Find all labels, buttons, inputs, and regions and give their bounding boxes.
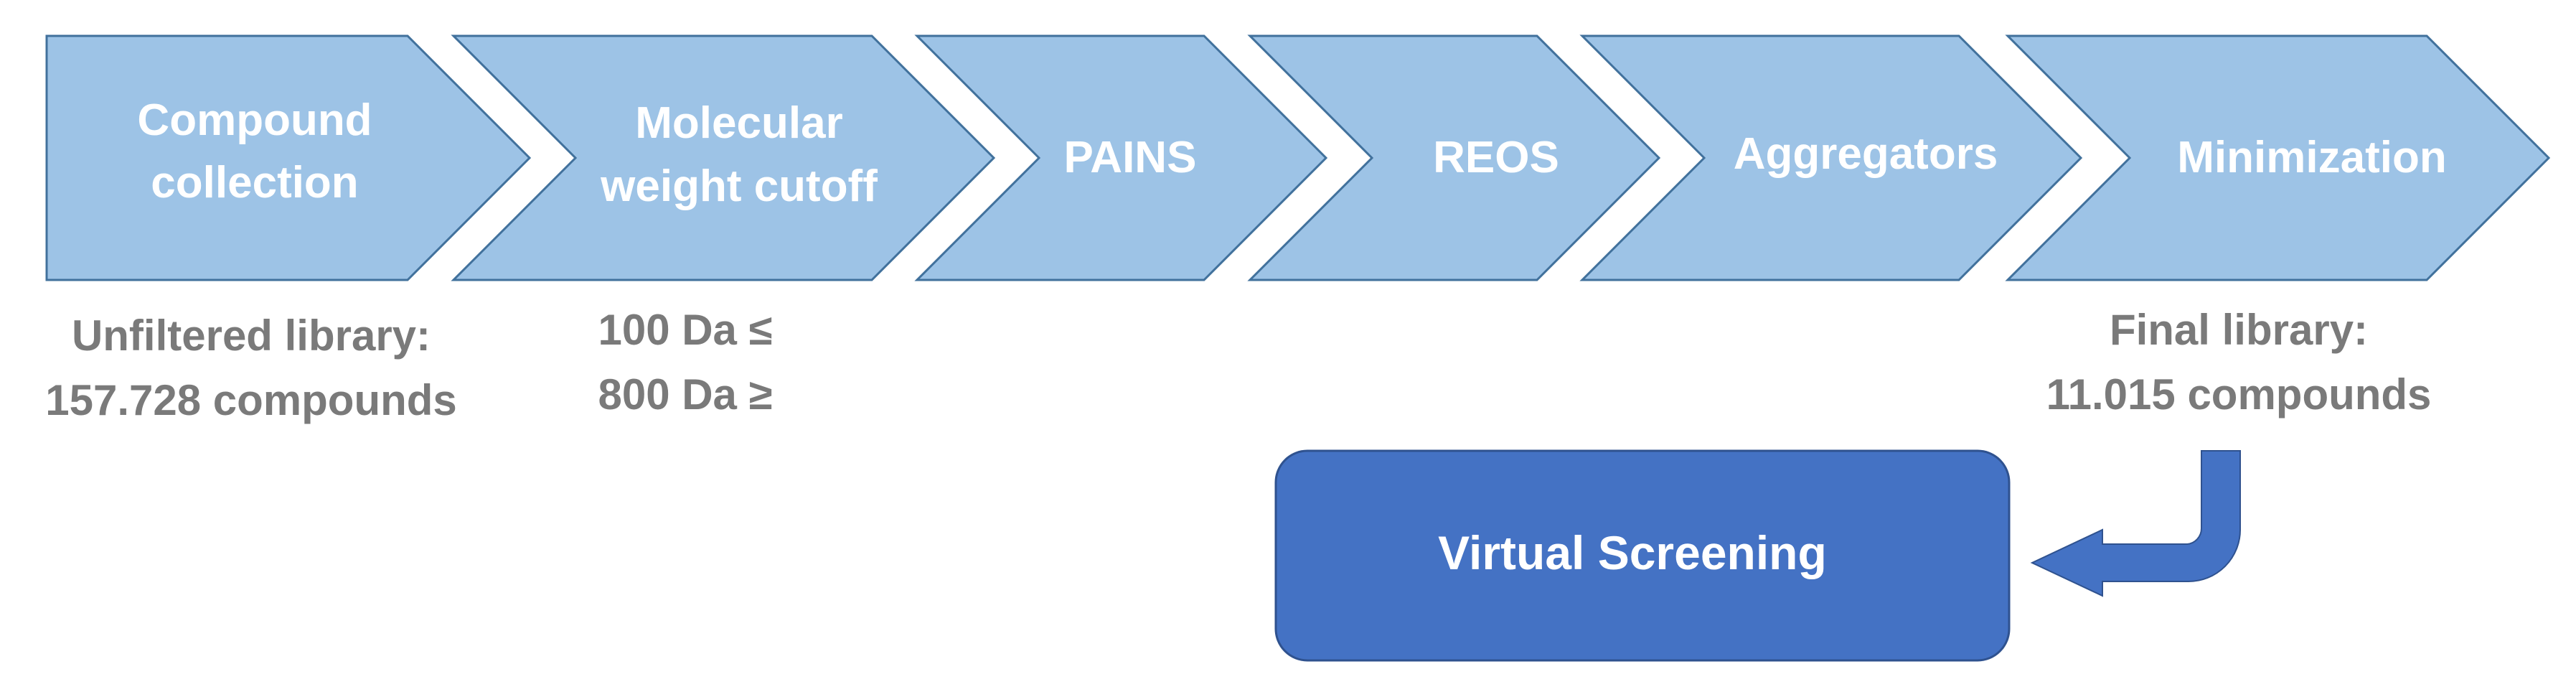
stage-reos-shape (1247, 34, 1661, 281)
stage-aggregators-shape (1579, 34, 2083, 281)
stage-compound-collection-label-line2: collection (151, 158, 358, 207)
note-final-library: Final library: 11.015 compounds (2046, 306, 2432, 419)
stage-minimization-label: Minimization (2177, 133, 2446, 182)
stage-compound-collection-label-line1: Compound (137, 95, 372, 145)
curved-arrow-left-icon (2030, 450, 2241, 597)
note-unfiltered-line2: 157.728 compounds (45, 376, 457, 424)
virtual-screening-box-shape (1274, 449, 2011, 662)
note-final-line1: Final library: (2110, 306, 2368, 354)
note-unfiltered-library: Unfiltered library: 157.728 compounds (45, 312, 457, 424)
stage-reos: REOS (1247, 34, 1661, 281)
note-final-line2: 11.015 compounds (2046, 370, 2432, 419)
stage-molecular-weight-cutoff-shape (451, 34, 996, 281)
note-unfiltered-line1: Unfiltered library: (72, 312, 431, 360)
stage-pains-label: PAINS (1064, 133, 1197, 182)
note-weight-range: 100 Da ≤ 800 Da ≥ (598, 306, 772, 419)
note-weight-range-line1: 100 Da ≤ (598, 306, 772, 354)
stage-molecular-weight-cutoff-label-line1: Molecular (635, 98, 842, 148)
stage-compound-collection: Compound collection (45, 34, 532, 281)
virtual-screening-box: Virtual Screening (1274, 449, 2011, 662)
pipeline-stages: Compound collection Molecular weight cut… (45, 34, 2551, 281)
stage-molecular-weight-cutoff: Molecular weight cutoff (451, 34, 996, 281)
stage-minimization-shape (2005, 34, 2551, 281)
stage-pains-shape (914, 34, 1328, 281)
virtual-screening-label: Virtual Screening (1438, 526, 1827, 579)
note-weight-range-line2: 800 Da ≥ (598, 370, 772, 419)
stage-notes: Unfiltered library: 157.728 compounds 10… (45, 306, 2431, 424)
stage-aggregators: Aggregators (1579, 34, 2083, 281)
stage-reos-label: REOS (1433, 133, 1559, 182)
stage-pains: PAINS (914, 34, 1328, 281)
stage-compound-collection-shape (45, 34, 532, 281)
stage-molecular-weight-cutoff-label-line2: weight cutoff (600, 162, 878, 211)
stage-minimization: Minimization (2005, 34, 2551, 281)
stage-aggregators-label: Aggregators (1734, 129, 1998, 179)
